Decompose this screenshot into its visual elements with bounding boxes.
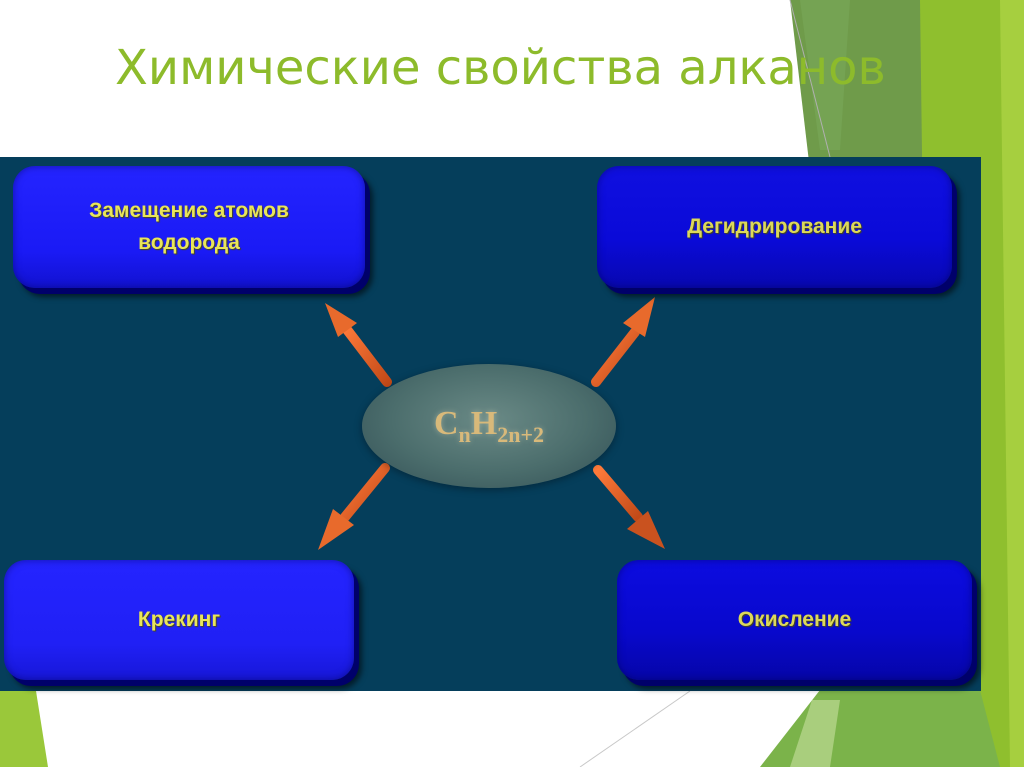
arrow-up-right-icon	[591, 297, 655, 387]
alkane-formula-ellipse: CnH2n+2	[362, 364, 616, 488]
box-dehydrogenation: Дегидрирование	[597, 166, 952, 288]
arrow-down-left-icon	[318, 463, 390, 550]
box-substitution-label: Замещение атомов водорода	[89, 199, 289, 254]
box-oxidation: Окисление	[617, 560, 972, 680]
box-substitution: Замещение атомов водорода	[13, 166, 365, 288]
diagram-panel: Замещение атомов водорода Дегидрирование…	[0, 157, 981, 691]
decor-bottom-left-sliver	[0, 691, 48, 767]
arrow-up-left-icon	[325, 303, 392, 387]
arrow-down-right-icon	[593, 465, 665, 549]
alkane-formula: CnH2n+2	[433, 404, 545, 447]
box-dehydrogenation-label: Дегидрирование	[687, 215, 862, 238]
box-cracking-label: Крекинг	[137, 608, 221, 631]
box-oxidation-label: Окисление	[737, 608, 852, 631]
box-cracking: Крекинг	[4, 560, 354, 680]
slide-title: Химические свойства алканов	[115, 40, 886, 96]
